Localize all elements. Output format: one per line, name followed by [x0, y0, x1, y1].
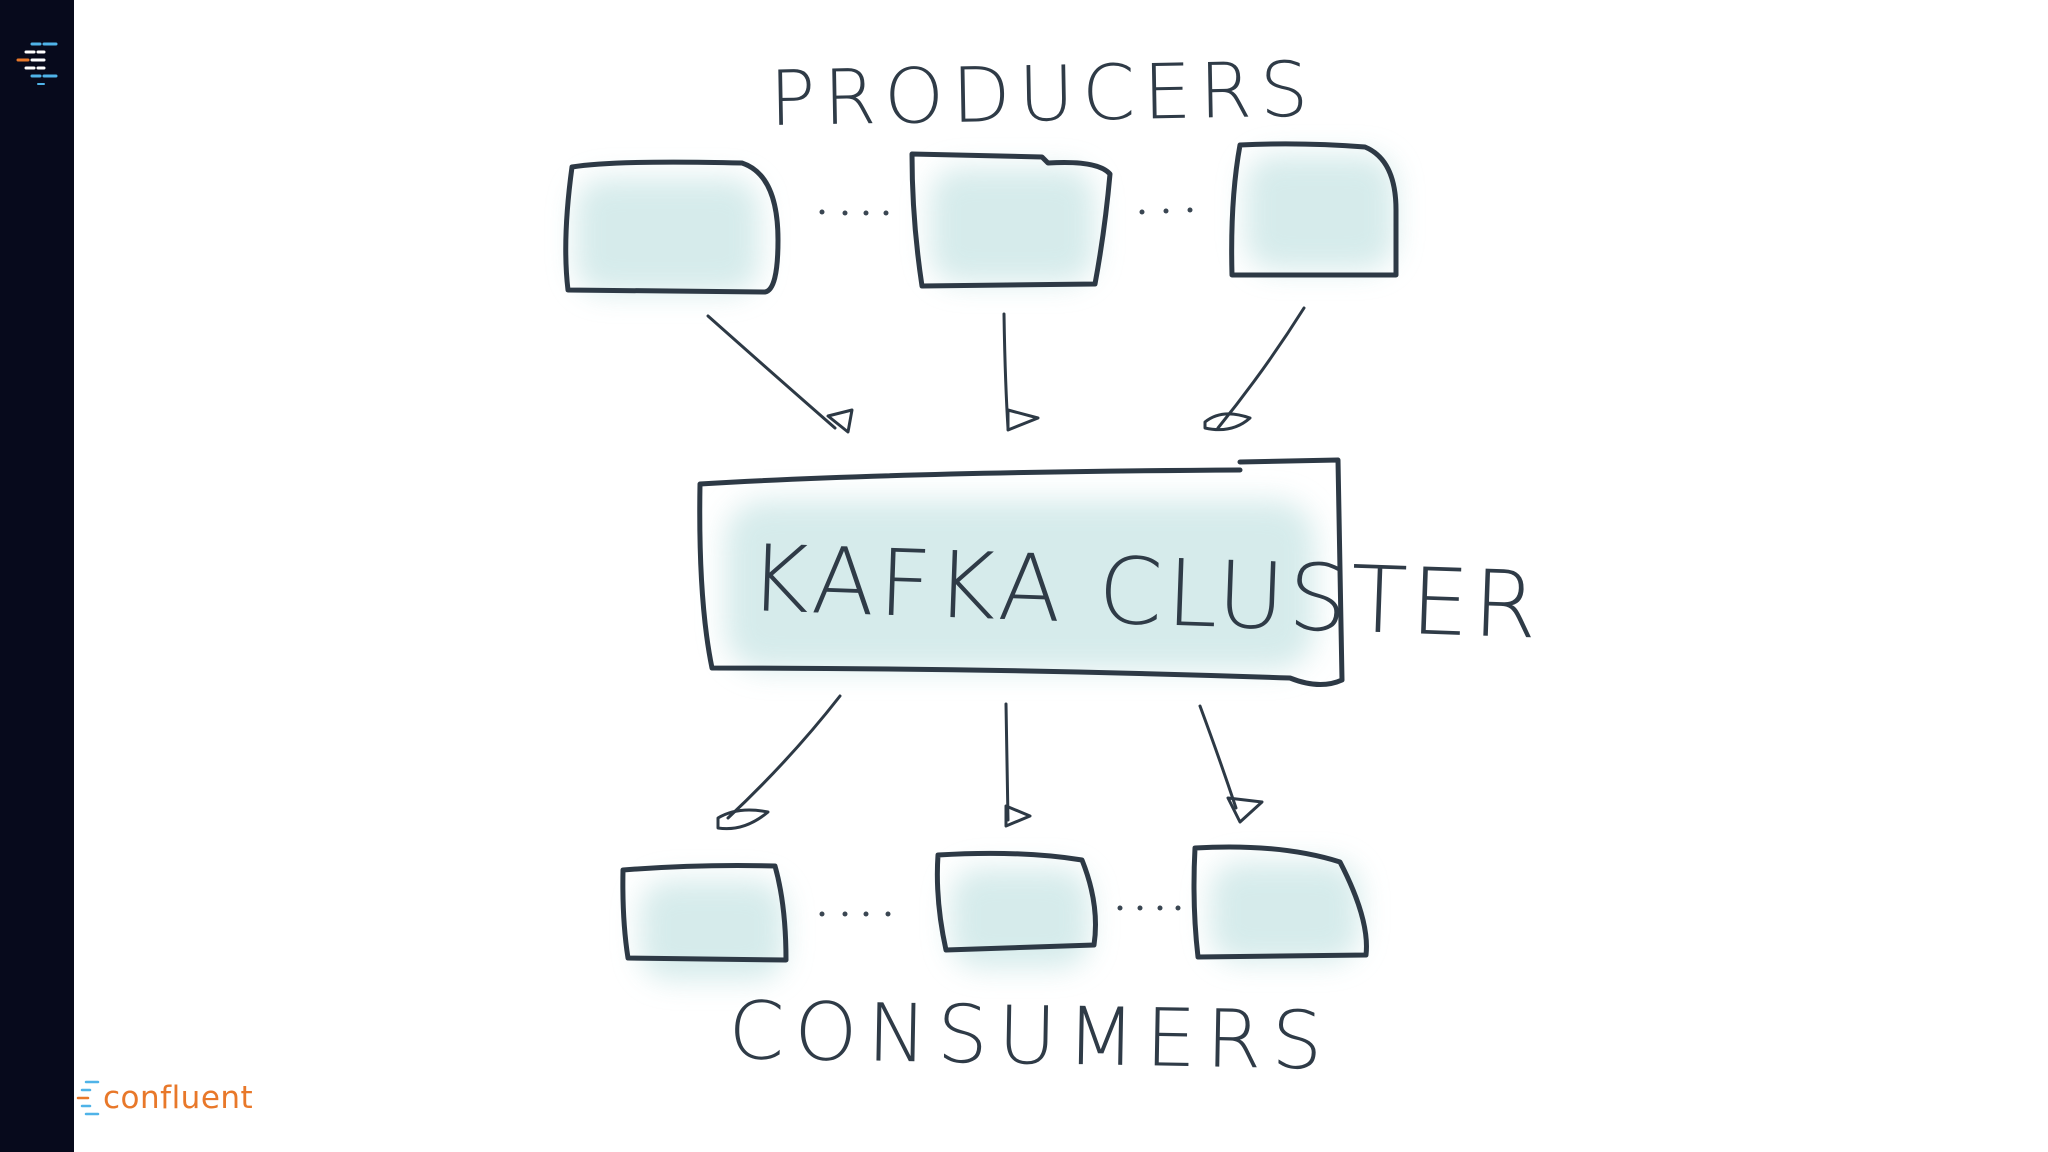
- confluent-logo: confluent: [76, 1078, 253, 1118]
- confluent-mark-icon: [76, 1080, 100, 1116]
- producer-arrows: [706, 306, 1306, 434]
- kafka-cluster-box: [697, 457, 1345, 687]
- consumer-box: [620, 863, 789, 963]
- consumer-ellipsis: [819, 905, 1181, 917]
- producer-box: [909, 151, 1113, 289]
- producer-box: [563, 159, 781, 295]
- consumer-box: [1191, 844, 1369, 960]
- producer-ellipsis: [819, 207, 1193, 216]
- watercolor-wash: [575, 155, 1395, 980]
- producers-label: PRODUCERS: [769, 44, 1317, 143]
- producer-box: [1229, 141, 1399, 278]
- left-sidebar: [0, 0, 74, 1152]
- confluent-mark-icon: [16, 42, 58, 85]
- confluent-wordmark: confluent: [103, 1079, 254, 1116]
- consumers-label: CONSUMERS: [728, 984, 1333, 1088]
- consumer-box: [934, 850, 1098, 953]
- consumer-arrows: [716, 694, 1264, 831]
